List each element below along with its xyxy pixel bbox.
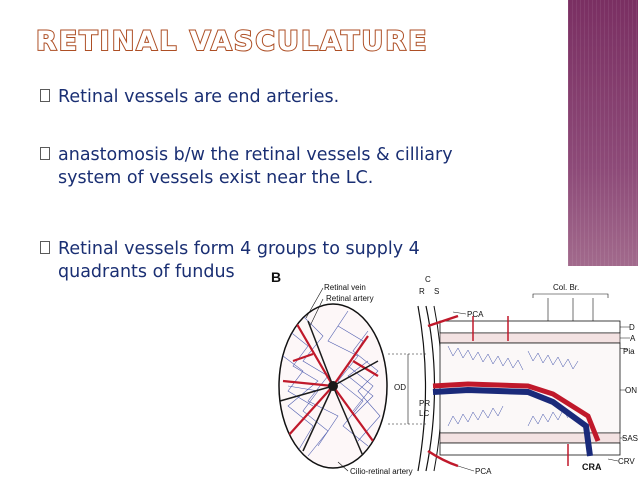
label-on: ON xyxy=(625,386,637,395)
label-sas: SAS xyxy=(622,434,638,443)
panel-label: B xyxy=(271,269,281,285)
label-retinal-artery: Retinal artery xyxy=(326,294,374,303)
slide-title: RETINAL VASCULATURE xyxy=(35,25,429,58)
label-pia: Pia xyxy=(623,347,635,356)
label-retinal-vein: Retinal vein xyxy=(324,283,366,292)
label-col-br: Col. Br. xyxy=(553,283,579,292)
bullet-marker xyxy=(40,241,50,254)
label-pr: PR xyxy=(419,399,430,408)
bullet-text: Retinal vessels form 4 groups to supply … xyxy=(58,239,420,282)
label-s: S xyxy=(434,287,439,296)
label-pca-top: PCA xyxy=(467,310,484,319)
bullet-marker xyxy=(40,147,50,160)
label-c: C xyxy=(425,275,431,284)
label-crv: CRV xyxy=(618,457,635,466)
fundus-disc xyxy=(278,303,388,469)
label-cilio-retinal-artery: Cilio-retinal artery xyxy=(350,467,413,476)
label-a: A xyxy=(630,334,636,343)
bullet-text: Retinal vessels are end arteries. xyxy=(58,87,340,107)
bullet-marker xyxy=(40,89,50,102)
label-od: OD xyxy=(394,383,406,392)
label-d: D xyxy=(629,323,635,332)
optic-nerve-section xyxy=(417,305,621,472)
label-pca-bottom: PCA xyxy=(475,467,492,476)
vasculature-figure: B Retinal vein Retinal artery Cilio-reti… xyxy=(268,266,638,478)
bullet-text: anastomosis b/w the retinal vessels & ci… xyxy=(58,145,453,188)
label-cra: CRA xyxy=(582,462,602,472)
label-r: R xyxy=(419,287,425,296)
label-lc: LC xyxy=(419,409,429,418)
